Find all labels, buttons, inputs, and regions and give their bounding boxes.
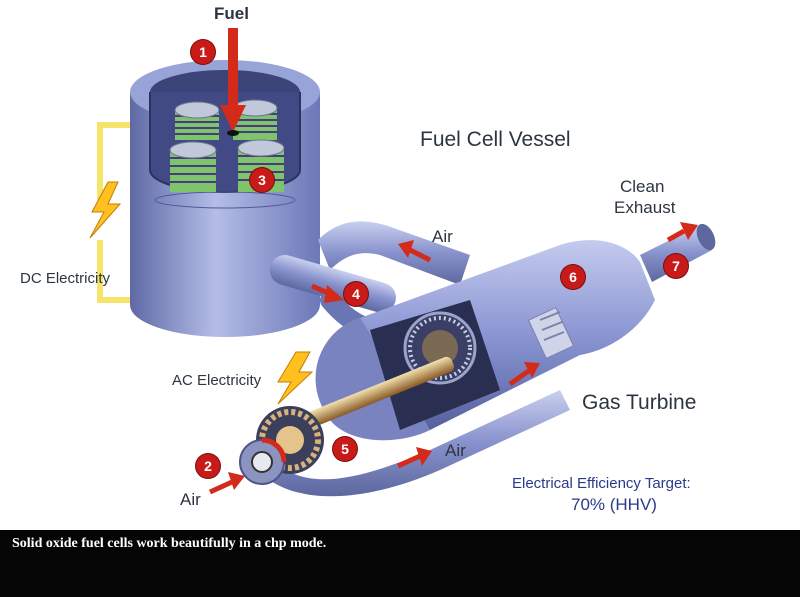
step-badge: 7 xyxy=(664,254,688,278)
flow-arrow-air-return xyxy=(398,240,432,263)
caption-bar: Solid oxide fuel cells work beautifully … xyxy=(0,530,800,597)
efficiency-title: Electrical Efficiency Target: xyxy=(512,475,691,492)
ac-lightning-icon xyxy=(277,351,314,405)
cell-stack xyxy=(174,101,220,140)
gas-turbine-label: Gas Turbine xyxy=(582,391,697,414)
chp-system-diagram xyxy=(89,28,716,497)
dc-lightning-icon xyxy=(89,181,122,239)
efficiency-value: 70% (HHV) xyxy=(571,495,657,514)
fuel-cell-vessel xyxy=(130,60,320,337)
air-label-top: Air xyxy=(432,227,453,246)
flow-arrow-to-turbine xyxy=(310,283,344,303)
step-badge: 6 xyxy=(561,265,585,289)
ac-electricity-label: AC Electricity xyxy=(172,372,262,389)
step-badge: 1 xyxy=(191,40,215,64)
recuperator-duct xyxy=(258,390,570,497)
flow-arrow-recuperator xyxy=(396,447,432,469)
cell-stacks xyxy=(169,99,285,192)
air-label-bottom: Air xyxy=(180,490,201,509)
caption-text: Solid oxide fuel cells work beautifully … xyxy=(12,536,327,551)
clean-label: Clean xyxy=(620,177,665,196)
cell-stack xyxy=(232,99,278,140)
fuel-label: Fuel xyxy=(214,4,249,23)
fuel-arrow xyxy=(220,28,246,136)
flow-arrow-recuperator-up xyxy=(508,362,540,387)
flow-arrow-air-in xyxy=(208,472,245,495)
cell-stack xyxy=(237,139,285,192)
air-label-mid: Air xyxy=(445,441,466,460)
cell-stack xyxy=(169,141,217,192)
step-badge: 2 xyxy=(196,454,220,478)
step-badge: 4 xyxy=(344,282,368,306)
step-badge: 5 xyxy=(333,437,357,461)
dc-electricity-label: DC Electricity xyxy=(20,270,111,287)
flow-arrow-exhaust xyxy=(666,222,698,243)
step-badge: 3 xyxy=(250,168,274,192)
vessel-label: Fuel Cell Vessel xyxy=(420,128,571,151)
exhaust-label: Exhaust xyxy=(614,198,676,217)
generator xyxy=(239,437,287,485)
